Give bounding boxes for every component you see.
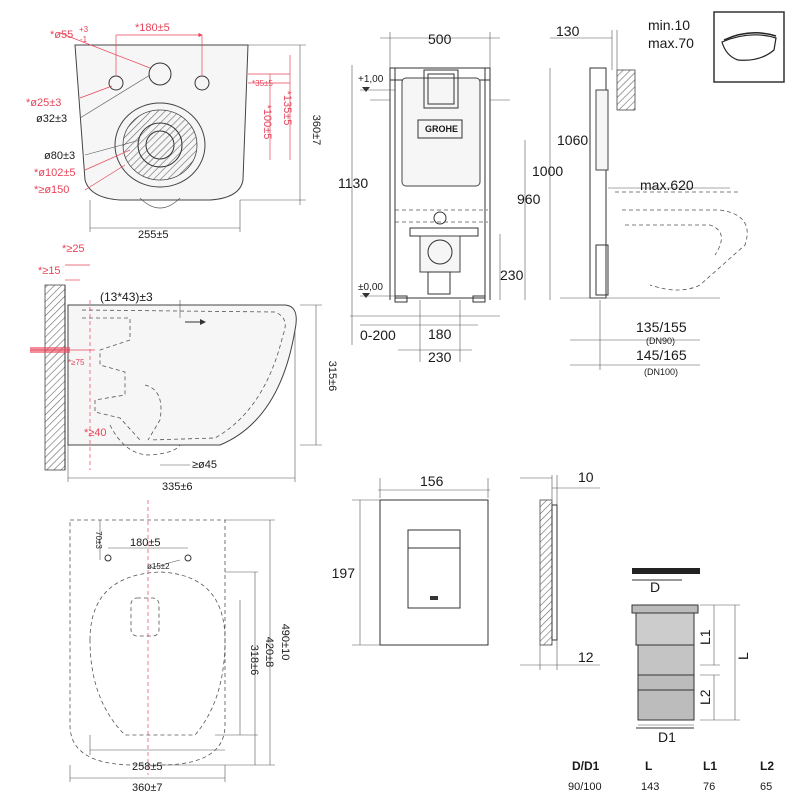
label-level-plus1: +1,00 — [358, 74, 384, 85]
label-dn100-unit: (DN100) — [644, 367, 678, 377]
table-cell-l: 143 — [641, 781, 659, 793]
label-h-315: 315±6 — [326, 361, 338, 392]
label-outlet: ≥ø45 — [192, 459, 217, 471]
table-cell-l2: 65 — [760, 781, 772, 793]
label-plan-hole: ø15±2 — [147, 562, 170, 571]
label-dist-35: *35±5 — [252, 79, 273, 88]
table-header-l2: L2 — [760, 759, 774, 773]
label-diam-55: *ø55 — [50, 29, 73, 41]
table-header-d: D/D1 — [572, 759, 600, 773]
label-h-1060: 1060 — [557, 132, 588, 148]
label-dist-100: *100±5 — [261, 105, 273, 140]
label-max-620: max.620 — [640, 177, 694, 193]
label-length-335: 335±6 — [162, 481, 193, 493]
label-pipe-L1: L1 — [697, 629, 713, 645]
label-side-15: *≥15 — [38, 265, 61, 277]
label-plan-318: 318±6 — [248, 645, 260, 676]
label-plan-490: 490±10 — [279, 624, 291, 661]
label-plan-70: 70±3 — [94, 531, 103, 549]
label-h-1000: 1000 — [532, 163, 563, 179]
label-bolt: (13*43)±3 — [100, 290, 153, 304]
label-diam-55-tol-top: +3 — [79, 25, 89, 34]
label-plan-360: 360±7 — [132, 782, 163, 794]
label-min: min.10 — [648, 17, 690, 33]
label-plate-depth-bottom: 12 — [578, 649, 594, 665]
label-h-1130: 1130 — [338, 175, 368, 191]
table-cell-l1: 76 — [703, 781, 715, 793]
label-dn100: 145/165 — [636, 347, 687, 363]
bowl-side-view — [30, 264, 322, 482]
label-side-40: *≥40 — [84, 427, 107, 439]
label-pipe-L2: L2 — [697, 689, 713, 705]
label-h-960: 960 — [517, 191, 541, 207]
label-diam-80: ø80±3 — [44, 150, 75, 162]
label-dist-180: *180±5 — [135, 22, 170, 34]
label-range-0-200: 0-200 — [360, 327, 396, 343]
label-brand: GROHE — [425, 124, 458, 134]
label-plan-258: 258±5 — [132, 761, 163, 773]
label-plate-depth: 10 — [578, 469, 594, 485]
label-width-255: 255±5 — [138, 229, 169, 241]
label-side-25: *≥25 — [62, 243, 85, 255]
label-w-230: 230 — [428, 349, 452, 365]
label-dn90-unit: (DN90) — [646, 336, 675, 346]
label-pipe-D: D — [650, 579, 660, 595]
table-header-l1: L1 — [703, 759, 717, 773]
label-dist-135: *135±5 — [281, 91, 293, 126]
bowl-top-view — [59, 32, 306, 232]
flush-plate-side — [520, 475, 600, 670]
label-width-500: 500 — [428, 31, 452, 47]
frame-side-view — [550, 30, 748, 370]
label-plan-420: 420±8 — [263, 637, 275, 668]
spec-table: D/D1 L L1 L2 90/100 143 76 65 — [568, 759, 774, 793]
table-cell-d: 90/100 — [568, 781, 602, 793]
table-header-l: L — [645, 759, 652, 773]
label-plan-180: 180±5 — [130, 537, 161, 549]
label-max: max.70 — [648, 35, 694, 51]
bowl-plan-view — [69, 500, 275, 782]
label-pipe-D1: D1 — [658, 729, 676, 745]
label-side-75: *≥75 — [68, 358, 85, 367]
label-diam-150: *≥ø150 — [34, 184, 69, 196]
label-height-360: 360±7 — [310, 115, 322, 146]
label-w-180: 180 — [428, 326, 452, 342]
label-level-zero: ±0,00 — [358, 282, 383, 293]
label-plate-width: 156 — [420, 473, 444, 489]
label-h-230: 230 — [500, 267, 524, 283]
label-diam-25: *ø25±3 — [26, 97, 61, 109]
label-pipe-L: L — [735, 652, 751, 660]
label-d-130: 130 — [556, 23, 580, 39]
pipe-connector — [631, 568, 740, 729]
label-diam-102: *ø102±5 — [34, 167, 76, 179]
label-diam-32: ø32±3 — [36, 113, 67, 125]
frame-front-view — [350, 32, 551, 362]
toilet-thumbnail — [713, 11, 785, 83]
label-dn90: 135/155 — [636, 319, 687, 335]
label-plate-height: 197 — [332, 565, 356, 581]
label-diam-55-tol-bot: -1 — [80, 35, 88, 44]
flush-plate-front — [352, 478, 490, 646]
